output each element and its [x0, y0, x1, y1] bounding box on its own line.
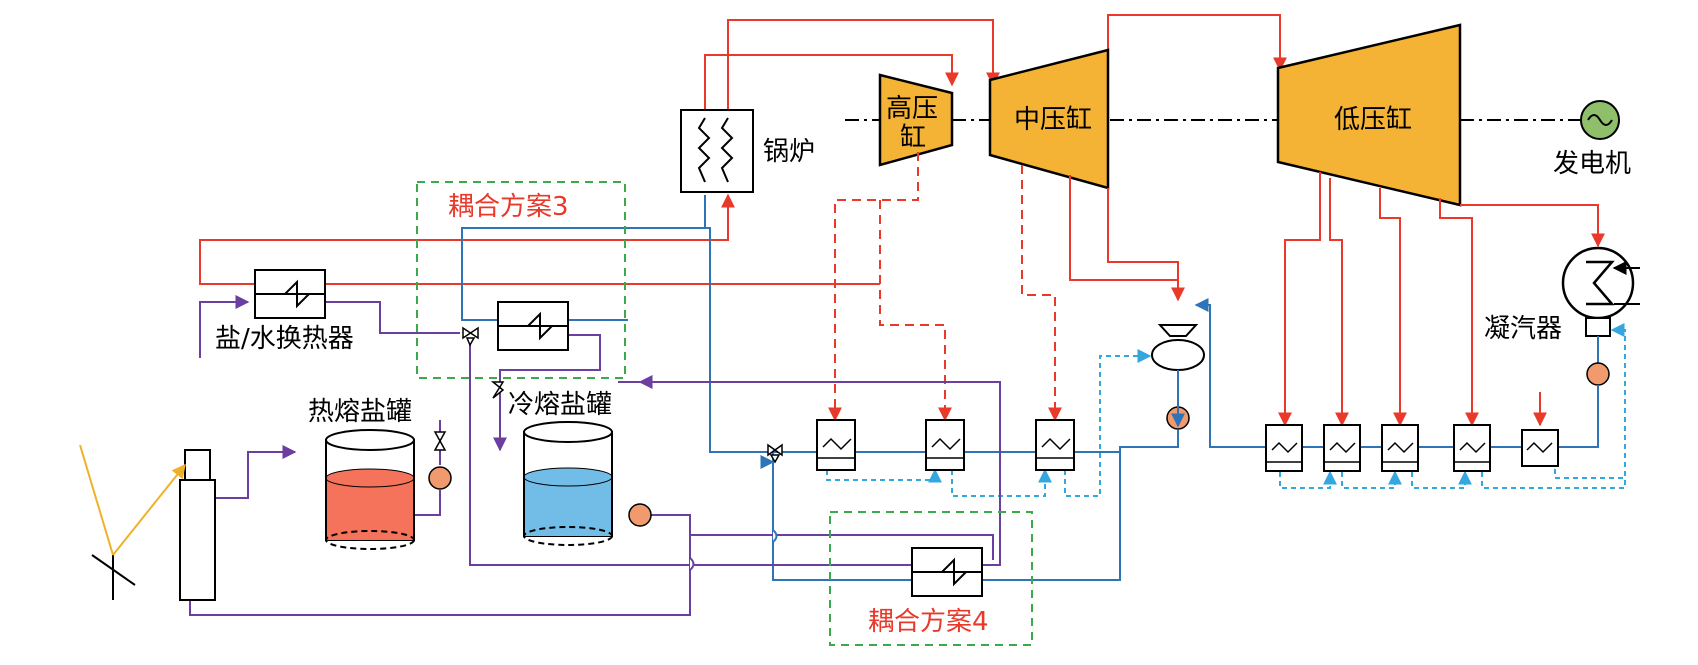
lp-heater-5	[1521, 429, 1559, 467]
main-steam-lines	[199, 14, 1287, 285]
lp-heater-3	[1381, 424, 1419, 472]
valve-icon	[767, 443, 783, 464]
hp-cylinder-label-2: 缸	[900, 123, 926, 153]
deaerator	[1151, 324, 1205, 371]
drain-lines	[826, 323, 1626, 497]
pump-icon	[1166, 406, 1190, 430]
valve-icon	[490, 381, 505, 399]
boiler	[680, 109, 754, 193]
boiler-label: 锅炉	[763, 137, 815, 167]
salt-water-hx-1	[254, 269, 326, 319]
cold-salt-tank-label: 冷熔盐罐	[508, 390, 612, 420]
condenser-label: 凝汽器	[1484, 314, 1562, 344]
condenser-icon	[1561, 246, 1640, 337]
hp-heater-3	[1035, 419, 1075, 471]
hp-cylinder-label-1: 高压	[886, 94, 938, 124]
generator-label: 发电机	[1553, 149, 1631, 179]
cold-salt-tank	[523, 421, 613, 546]
cold-tank-pump-icon	[628, 503, 652, 527]
hp-cylinder	[878, 73, 954, 167]
hot-salt-tank-label: 热熔盐罐	[308, 397, 412, 427]
extraction-lines	[1069, 172, 1547, 427]
salt-water-hx-2	[497, 301, 569, 351]
heliostat-icon	[79, 444, 186, 600]
lp-heater-2	[1323, 424, 1361, 472]
scheme4-frame	[829, 511, 1033, 646]
hp-heater-1	[816, 419, 856, 471]
lp-cylinder-label: 低压缸	[1334, 105, 1412, 135]
generator-icon	[1580, 100, 1620, 140]
hp-extraction-lines	[828, 152, 1062, 422]
hot-salt-tank	[325, 429, 415, 550]
scheme3-label: 耦合方案3	[448, 192, 569, 222]
valve-icon	[462, 326, 479, 347]
receiver-tower-icon	[179, 449, 216, 601]
scheme3-frame	[416, 181, 626, 379]
ip-cylinder-label: 中压缸	[1014, 105, 1092, 135]
salt-water-hx-3	[911, 547, 983, 597]
lp-exhaust-line	[1460, 204, 1605, 248]
hp-heater-2	[925, 419, 965, 471]
salt-water-hx-label: 盐/水换热器	[215, 324, 354, 354]
hot-tank-pump-icon	[428, 466, 452, 490]
scheme4-label: 耦合方案4	[868, 607, 989, 637]
valve-icon	[433, 431, 447, 451]
lp-heater-1	[1265, 424, 1303, 472]
lp-heater-4	[1453, 424, 1491, 472]
condenser-pump-icon	[1586, 336, 1610, 395]
